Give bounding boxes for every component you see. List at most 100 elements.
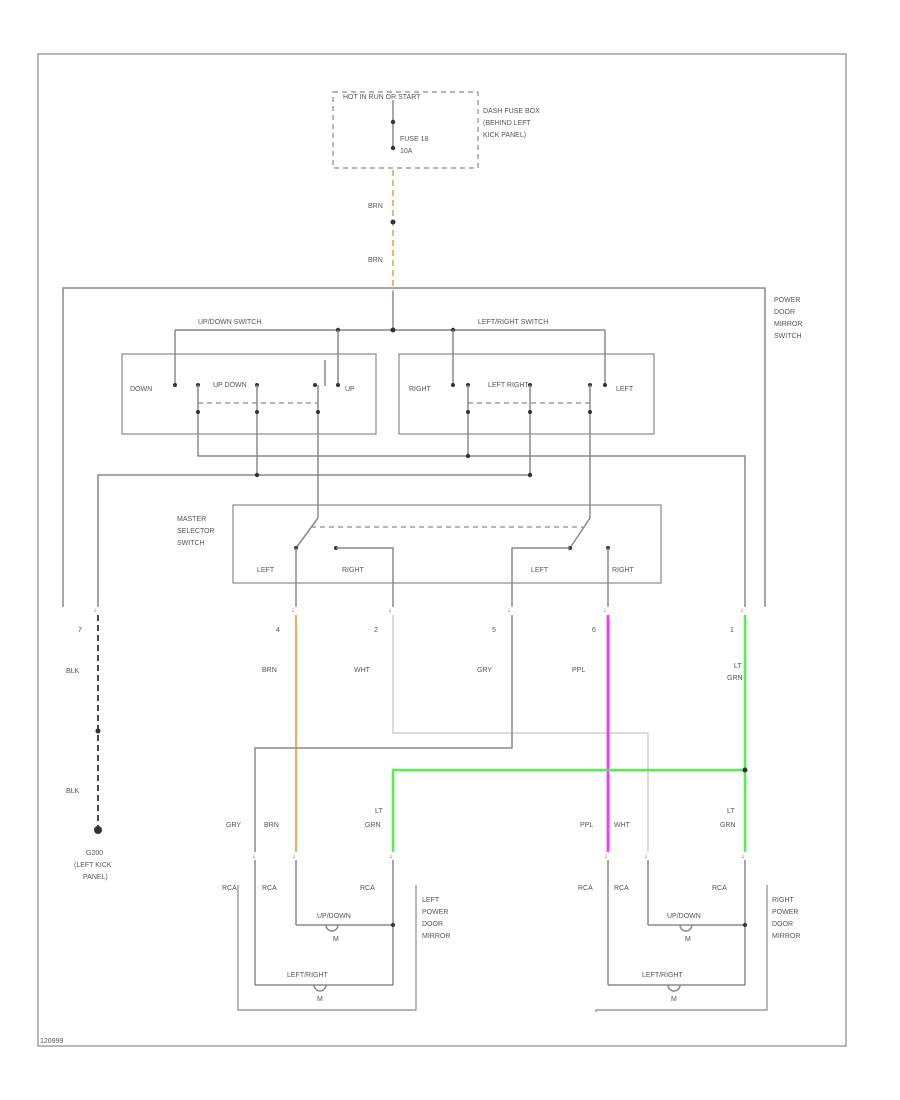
pin-5: 5 [492, 627, 496, 634]
updown-title: UP/DOWN SWITCH [198, 319, 261, 326]
pin-4: 4 [276, 627, 280, 634]
switch-name-4: SWITCH [774, 333, 802, 340]
pin-6: 6 [592, 627, 596, 634]
left-rca-3: RCA [360, 885, 375, 892]
lt-grn-label-1: LT [734, 663, 742, 670]
ground-label-3: PANEL) [83, 874, 108, 881]
lower-wht: WHT [614, 822, 631, 829]
left-updown-motor-symbol [325, 924, 339, 932]
right-mirror-name-4: MIRROR [772, 933, 800, 940]
right-leftright-motor-symbol [667, 984, 681, 992]
footer-code: 120999 [40, 1038, 63, 1045]
sel-right-2: RIGHT [612, 567, 635, 574]
fuse-box-label-1: DASH FUSE BOX [483, 108, 540, 115]
svg-text:↓: ↓ [388, 607, 392, 614]
fuse-terminal [390, 145, 396, 151]
sel-left-1: LEFT [257, 567, 275, 574]
right-mirror-name-3: DOOR [772, 921, 793, 928]
svg-text:↓: ↓ [741, 853, 745, 860]
right-mirror-name-2: POWER [772, 909, 798, 916]
right-mirror-name-1: RIGHT [772, 897, 795, 904]
right-updown-m: M [685, 936, 691, 943]
updown-inner: UP DOWN [213, 382, 247, 389]
brn-label-2: BRN [368, 257, 383, 264]
left-mirror-connectors: ↓ ↓ ↓ [252, 853, 393, 860]
selector-label-1: MASTER [177, 516, 206, 523]
lower-ltgrn-left-1: LT [375, 808, 383, 815]
pin-1: 1 [730, 627, 734, 634]
switch-connector-pins: ↓ ↓ ↓ ↓ ↓ ↓ [93, 607, 744, 614]
blk-label-2: BLK [66, 788, 80, 795]
svg-text:↓: ↓ [740, 607, 744, 614]
lower-brn: BRN [264, 822, 279, 829]
ground-symbol [94, 826, 102, 834]
left-rca-2: RCA [262, 885, 277, 892]
lt-grn-branch [391, 768, 745, 852]
fuse-terminal [390, 119, 396, 125]
sel-right-1: RIGHT [342, 567, 365, 574]
right-leftright-motor: LEFT/RIGHT [642, 972, 684, 979]
left-label: LEFT [616, 386, 634, 393]
fuse-box-label-2: (BEHIND LEFT [483, 120, 532, 127]
left-mirror-name-2: POWER [422, 909, 448, 916]
brn-label-1: BRN [368, 203, 383, 210]
leftright-switch [398, 353, 655, 435]
switch-name-3: MIRROR [774, 321, 802, 328]
lower-ltgrn-left-2: GRN [365, 822, 381, 829]
gry-label: GRY [477, 667, 492, 674]
down-label: DOWN [130, 386, 152, 393]
right-rca-3: RCA [712, 885, 727, 892]
right-rca-2: RCA [614, 885, 629, 892]
svg-text:↓: ↓ [644, 853, 648, 860]
left-rca-1: RCA [222, 885, 237, 892]
selector-label-3: SWITCH [177, 540, 205, 547]
svg-text:↓: ↓ [604, 853, 608, 860]
right-updown-motor-symbol [679, 924, 693, 932]
ground-label-2: (LEFT KICK [74, 862, 112, 869]
fuse-box [332, 91, 479, 169]
blk-label-1: BLK [66, 668, 80, 675]
leftright-title: LEFT/RIGHT SWITCH [478, 319, 548, 326]
svg-text:↓: ↓ [292, 853, 296, 860]
svg-text:↓: ↓ [603, 607, 607, 614]
left-updown-motor: UP/DOWN [317, 913, 351, 920]
pin-7: 7 [78, 627, 82, 634]
lower-ltgrn-right-2: GRN [720, 822, 736, 829]
left-mirror-box [237, 885, 417, 1011]
leftright-inner: LEFT RIGHT [488, 382, 529, 389]
right-mirror-box [595, 885, 768, 1012]
diagram-frame [37, 53, 847, 1047]
lower-ltgrn-right-1: LT [727, 808, 735, 815]
left-leftright-motor-symbol [313, 984, 327, 992]
hot-label: HOT IN RUN OR START [343, 94, 421, 101]
right-label: RIGHT [409, 386, 432, 393]
up-label: UP [345, 386, 355, 393]
svg-text:↓: ↓ [252, 853, 256, 860]
switch-name-1: POWER [774, 297, 800, 304]
ground-label-1: G200 [86, 850, 103, 857]
selector-label-2: SELECTOR [177, 528, 215, 535]
lower-ppl: PPL [580, 822, 593, 829]
svg-text:↓: ↓ [93, 607, 97, 614]
right-updown-motor: UP/DOWN [667, 913, 701, 920]
brn-label: BRN [262, 667, 277, 674]
left-leftright-motor: LEFT/RIGHT [287, 972, 329, 979]
left-mirror-name-3: DOOR [422, 921, 443, 928]
switch-outline [62, 287, 766, 607]
left-leftright-m: M [317, 996, 323, 1003]
lt-grn-label-2: GRN [727, 675, 743, 682]
master-selector-switch [232, 504, 662, 584]
right-leftright-m: M [671, 996, 677, 1003]
left-updown-m: M [333, 936, 339, 943]
wht-label: WHT [354, 667, 371, 674]
right-rca-1: RCA [578, 885, 593, 892]
fuse-rating: 10A [400, 148, 413, 155]
lower-gry: GRY [226, 822, 241, 829]
fuse-box-label-3: KICK PANEL) [483, 132, 526, 139]
pin-2: 2 [374, 627, 378, 634]
fuse-label: FUSE 18 [400, 136, 429, 143]
right-mirror-connectors: ↓ ↓ ↓ [604, 853, 745, 860]
ppl-label: PPL [572, 667, 585, 674]
left-mirror-name-4: MIRROR [422, 933, 450, 940]
